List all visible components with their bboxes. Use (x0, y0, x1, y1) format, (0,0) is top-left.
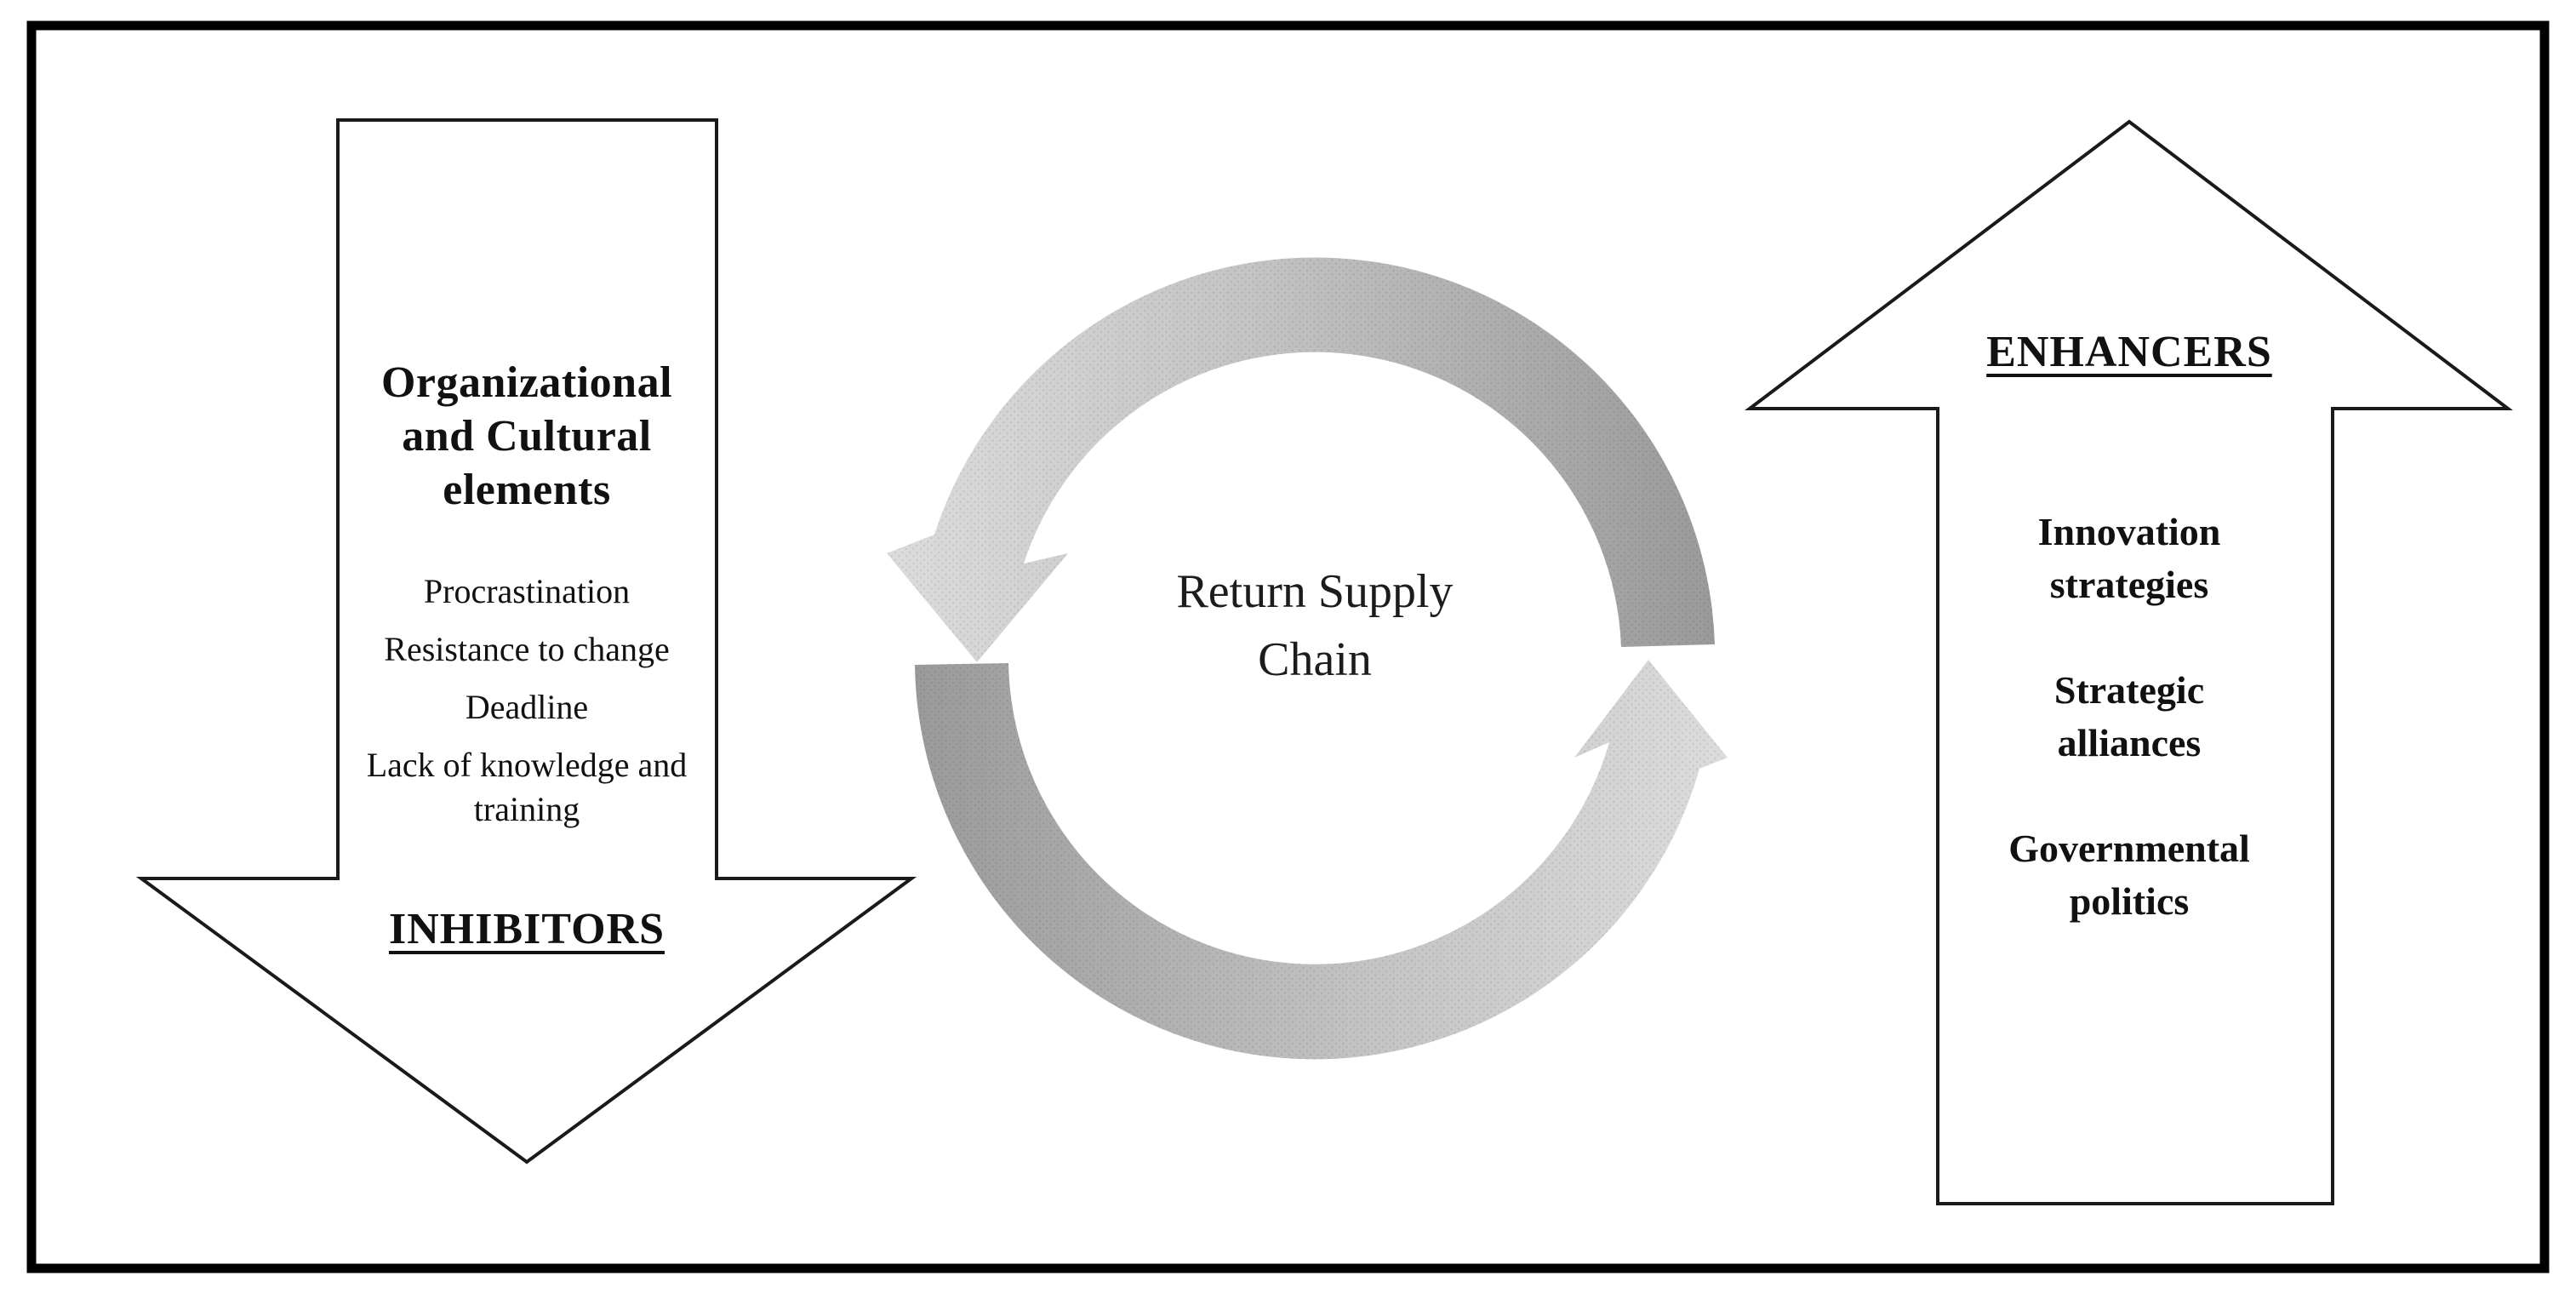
inhibitor-item: Deadline (465, 688, 589, 726)
cycle-top-arc-texture (887, 257, 1715, 662)
page-frame (26, 20, 2550, 1273)
inhibitors-label: INHIBITORS (388, 905, 665, 953)
inhibitors-heading: Organizational and Cultural elements (380, 358, 673, 514)
enhancers-item-list: Innovation strategies Strategic alliance… (1985, 506, 2274, 981)
enhancers-up-arrow-shape (1745, 119, 2513, 1205)
inhibitors-down-arrow-shape (135, 118, 917, 1165)
enhancers-label: ENHANCERS (1986, 328, 2272, 376)
enhancer-item: Innovation strategies (2037, 510, 2221, 606)
enhancer-item: Strategic alliances (2053, 668, 2205, 764)
inhibitor-item: Procrastination (423, 572, 631, 610)
enhancer-item: Governmental politics (2008, 827, 2250, 923)
cycle-bottom-arc-texture (915, 660, 1728, 1060)
inhibitors-item-list: Procrastination Resistance to change Dea… (365, 569, 688, 845)
inhibitor-item: Lack of knowledge and training (366, 746, 688, 828)
inhibitor-item: Resistance to change (384, 630, 670, 668)
cycle-center-label: Return Supply Chain (1176, 565, 1454, 686)
